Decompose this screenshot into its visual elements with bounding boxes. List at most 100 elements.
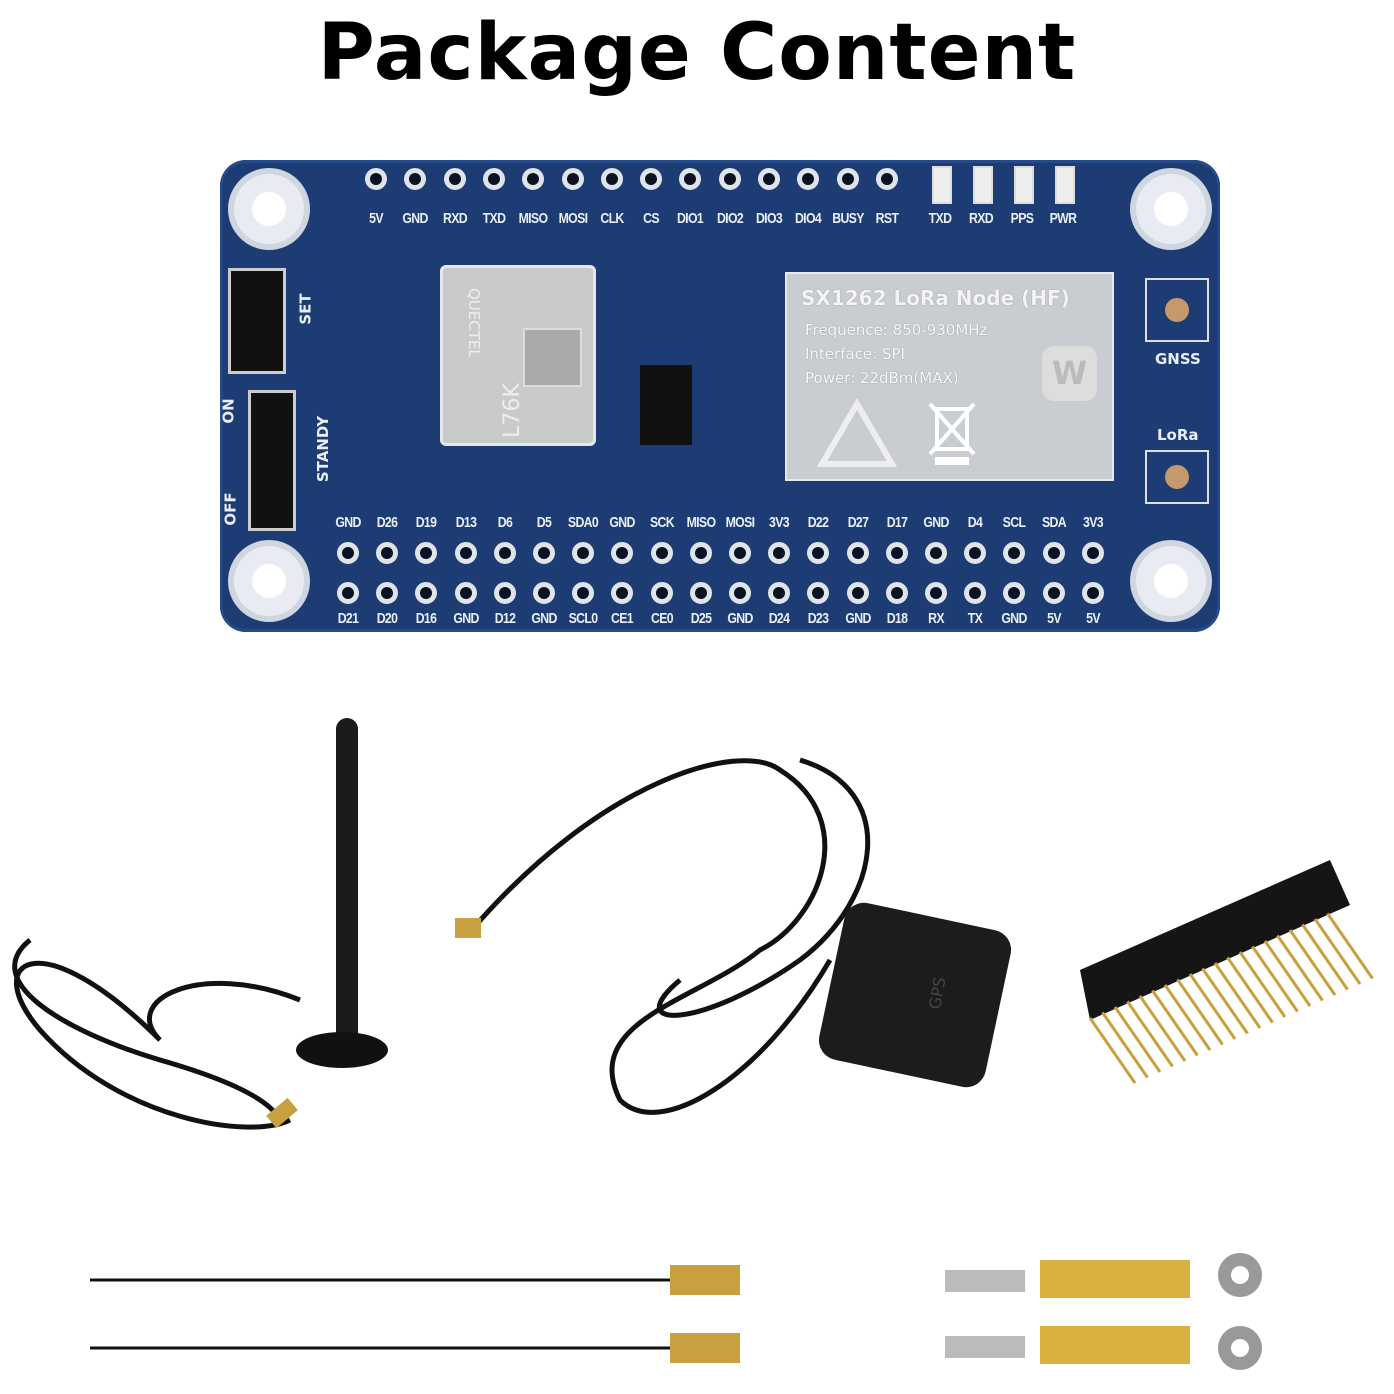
header-pin <box>1313 918 1362 985</box>
pin-label: RXD <box>442 210 468 227</box>
gpio-label: GND <box>727 610 753 627</box>
gpio-label: RX <box>928 610 944 627</box>
header-pin <box>1263 940 1312 1007</box>
gpio-pin <box>1003 542 1026 564</box>
gpio-pin <box>768 582 791 604</box>
weee-bin-icon <box>928 402 976 465</box>
ipex-to-sma-cables <box>90 1265 740 1363</box>
gpio-label: CE1 <box>611 610 634 627</box>
gpio-pin <box>1003 582 1026 604</box>
header-pin <box>640 168 663 190</box>
gpio-pin <box>650 542 673 564</box>
screws-standoffs-nuts <box>945 1253 1262 1370</box>
gpio-pin <box>650 582 673 604</box>
led-label: PWR <box>1049 210 1077 227</box>
header-pin <box>758 168 780 190</box>
off-label: OFF <box>221 492 240 526</box>
gpio-label: D6 <box>497 514 513 531</box>
gpio-label: 3V3 <box>1082 514 1104 531</box>
pin-label: DIO4 <box>795 210 822 227</box>
gpio-pin <box>1081 582 1104 604</box>
gpio-pin <box>415 542 438 564</box>
header-pin <box>1126 1000 1174 1068</box>
gpio-pin <box>415 582 438 604</box>
gpio-pin <box>337 582 359 604</box>
header-pin <box>404 168 427 190</box>
gps-antenna: GPS <box>455 757 1012 1115</box>
gpio-label: D22 <box>808 514 829 531</box>
header-pin <box>836 168 859 190</box>
gpio-label: D17 <box>886 514 908 531</box>
on-label: ON <box>219 398 238 424</box>
gpio-pin <box>925 582 947 604</box>
gpio-label: MOSI <box>725 514 755 531</box>
gpio-pin <box>689 542 712 564</box>
mounting-hole <box>234 174 304 244</box>
gpio-label: D18 <box>886 610 908 627</box>
gpio-pin <box>964 542 987 564</box>
gpio-label: 5V <box>1085 610 1100 627</box>
led-label: PPS <box>1010 210 1034 227</box>
header-pin <box>1176 978 1224 1046</box>
gpio-label: GND <box>844 610 871 627</box>
gpio-label: D23 <box>808 610 829 627</box>
gpio-label: SDA0 <box>568 514 599 531</box>
lora-connector <box>1145 450 1209 504</box>
header-pin <box>875 168 898 190</box>
mounting-hole <box>234 546 304 616</box>
gpio-pin <box>925 542 947 564</box>
pin-label: DIO3 <box>755 210 783 227</box>
sx1262-lora-module: SX1262 LoRa Node (HF) Frequence: 850-930… <box>785 272 1114 481</box>
pin-label: 5V <box>369 210 383 227</box>
pin-label: MISO <box>518 210 548 227</box>
module-title: SX1262 LoRa Node (HF) <box>801 286 1070 310</box>
gpio-label: CE0 <box>650 610 674 627</box>
pin-label: MOSI <box>558 210 587 227</box>
header-pin <box>1301 923 1349 991</box>
gpio-label: D19 <box>416 514 437 531</box>
mounting-hole <box>1136 174 1206 244</box>
header-pin <box>600 168 623 190</box>
gpio-pin <box>533 542 555 564</box>
gpio-label: D13 <box>455 514 476 531</box>
gpio-pin <box>1042 582 1065 604</box>
header-pin <box>1288 929 1337 996</box>
pin-header-extender <box>1080 860 1374 1084</box>
header-pin <box>1276 934 1324 1002</box>
header-pin <box>1088 1017 1137 1084</box>
gpio-pin <box>1042 542 1065 564</box>
gpio-label: MISO <box>686 514 716 531</box>
gpio-label: 3V3 <box>769 514 790 531</box>
gpio-label: D27 <box>847 514 868 531</box>
pin-label: DIO2 <box>716 210 744 227</box>
gpio-pin <box>454 582 477 604</box>
gpio-label: TX <box>967 610 983 627</box>
accessories: GPS <box>12 718 1374 1370</box>
module-frequence: Frequence: 850-930MHz <box>805 321 988 339</box>
set-label: SET <box>296 293 315 325</box>
header-pin <box>1213 962 1262 1029</box>
gpio-pin <box>376 582 399 604</box>
gnss-connector <box>1145 278 1209 342</box>
gpio-label: SCL0 <box>568 610 598 627</box>
gpio-pin <box>768 542 791 564</box>
header-pin <box>1151 989 1199 1057</box>
header-pin <box>797 168 820 190</box>
gpio-pin <box>846 582 869 604</box>
header-pin <box>1101 1011 1149 1079</box>
gpio-label: D16 <box>416 610 437 627</box>
gpio-pin <box>729 542 751 564</box>
header-pin <box>365 168 387 190</box>
lora-magnetic-antenna <box>12 718 388 1130</box>
header-pin <box>522 168 545 190</box>
voltage-regulator <box>640 365 692 445</box>
esd-warning-icon <box>817 399 897 467</box>
gpio-label: SCK <box>649 514 675 531</box>
gpio-pin <box>885 582 908 604</box>
gnss-chip-model: L76K <box>499 383 525 438</box>
lora-label: LoRa <box>1157 426 1199 444</box>
status-led <box>932 166 952 204</box>
gnss-chip-brand: QUECTEL <box>465 288 483 358</box>
pin-label: BUSY <box>831 210 864 227</box>
